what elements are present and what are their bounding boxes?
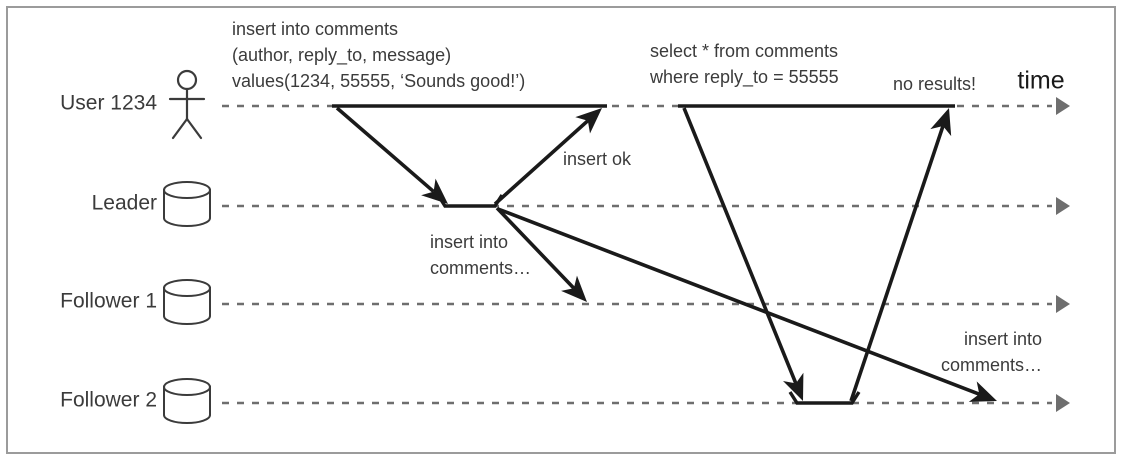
message-arrowhead — [968, 381, 997, 402]
activation-span — [436, 194, 504, 208]
note-line: insert into — [964, 329, 1042, 349]
lifeline-arrowhead — [1056, 197, 1070, 215]
message-replicate-follower-2 — [497, 207, 997, 402]
database-cylinder-icon — [163, 181, 211, 227]
note-line: no results! — [893, 74, 976, 94]
note-replicate-note-left: insert into comments… — [430, 232, 531, 278]
activation-bars-layer — [332, 104, 955, 405]
participant-label-user-1234: User 1234 — [60, 92, 157, 115]
lifeline-leader — [222, 197, 1070, 215]
participant-label-follower-1: Follower 1 — [60, 290, 157, 313]
note-line: select * from comments — [650, 41, 838, 61]
note-line: values(1234, 55555, ‘Sounds good!’) — [232, 71, 525, 91]
message-insert-request — [335, 106, 448, 204]
participant-label-follower-2: Follower 2 — [60, 389, 157, 412]
message-replicate-follower-1 — [495, 206, 587, 302]
message-no-results-response — [849, 108, 952, 402]
lifeline-arrowhead — [1056, 97, 1070, 115]
cylinder-top — [163, 378, 211, 396]
message-line — [493, 119, 590, 206]
message-arrowhead — [575, 108, 602, 134]
note-line: comments… — [941, 355, 1042, 375]
message-line — [495, 206, 576, 290]
participant-user-1234: User 1234 — [60, 69, 206, 140]
note-line: insert ok — [563, 149, 632, 169]
cylinder-body — [163, 386, 211, 424]
lifeline-arrowhead — [1056, 394, 1070, 412]
figure-border — [6, 6, 1116, 454]
note-line: (author, reply_to, message) — [232, 45, 451, 66]
actor-leg-right — [185, 117, 203, 140]
cylinder-top — [163, 279, 211, 297]
note-insert-ok-note: insert ok — [563, 149, 632, 169]
lifeline-follower-2 — [222, 394, 1070, 412]
note-line: insert into — [430, 232, 508, 252]
message-line — [497, 207, 980, 396]
note-insert-query-note: insert into comments (author, reply_to, m… — [232, 19, 525, 91]
cylinder-top — [163, 181, 211, 199]
message-arrowhead — [783, 372, 804, 401]
message-line — [335, 106, 435, 193]
note-select-query-note: select * from comments where reply_to = 5… — [649, 41, 839, 88]
notes-layer: insert into comments (author, reply_to, m… — [232, 19, 1042, 375]
note-line: comments… — [430, 258, 531, 278]
activation-span — [788, 391, 861, 405]
participant-follower-2: Follower 2 — [60, 378, 211, 424]
actor-head — [176, 69, 198, 91]
activation-bar-leader-1 — [436, 194, 504, 208]
stick-figure-actor-icon — [168, 69, 206, 140]
actor-leg-left — [171, 117, 189, 140]
database-cylinder-icon — [163, 279, 211, 325]
message-arrowhead — [561, 275, 587, 302]
message-line — [682, 107, 798, 385]
message-insert-ok — [493, 108, 602, 206]
message-arrowhead — [930, 108, 952, 137]
time-axis-label: time — [1017, 67, 1064, 95]
cylinder-body — [163, 189, 211, 227]
message-select-request — [682, 107, 804, 401]
participant-leader: Leader — [92, 181, 211, 227]
message-line — [849, 125, 945, 402]
lifeline-follower-1 — [222, 295, 1070, 313]
cylinder-body — [163, 287, 211, 325]
messages-layer — [335, 106, 997, 402]
database-cylinder-icon — [163, 378, 211, 424]
participant-label-leader: Leader — [92, 192, 157, 215]
note-line: insert into comments — [232, 19, 398, 39]
note-replicate-note-right: insert into comments… — [941, 329, 1042, 375]
note-no-results-note: no results! — [893, 74, 976, 94]
participant-follower-1: Follower 1 — [60, 279, 211, 325]
activation-bar-follower-2-3 — [788, 391, 861, 405]
note-line: where reply_to = 55555 — [649, 67, 839, 88]
lifeline-arrowhead — [1056, 295, 1070, 313]
